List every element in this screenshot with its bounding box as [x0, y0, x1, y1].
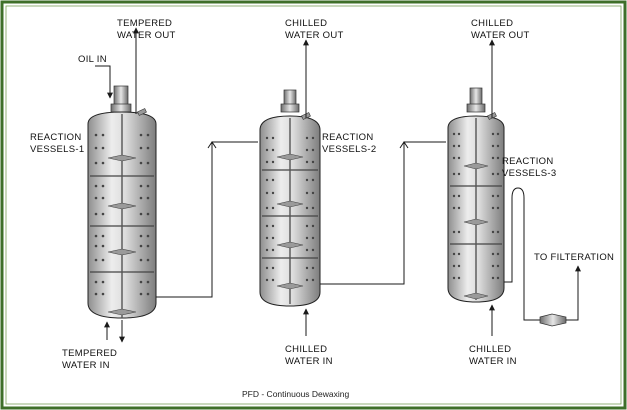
v2-top-label-2: WATER OUT	[285, 30, 344, 41]
to-filtration-arrow	[566, 265, 581, 321]
v1-name-label-1: REACTION	[30, 132, 82, 143]
inner-border	[5, 5, 622, 405]
v1-bottom-label-1: TEMPERED	[62, 348, 117, 359]
diagram-caption: PFD - Continuous Dewaxing	[242, 389, 350, 399]
v3-top-label-1: CHILLED	[471, 18, 513, 29]
v3-top-label-2: WATER OUT	[471, 30, 530, 41]
transfer-line-1-2	[156, 141, 258, 298]
to-filtration-label: TO FILTERATION	[534, 252, 614, 263]
v2-top-label-1: CHILLED	[285, 18, 327, 29]
outlet-to-filtration-pipe	[504, 187, 540, 321]
v3-name-label-1: REACTION	[502, 156, 554, 167]
v3-name-label-2: VESSELS-3	[502, 168, 556, 179]
v2-name-label-2: VESSELS-2	[322, 144, 376, 155]
v2-bottom-label-1: CHILLED	[285, 344, 327, 355]
reaction-vessel-1	[87, 85, 157, 319]
reaction-vessel-2	[259, 89, 321, 307]
oil-in-label: OIL IN	[78, 54, 107, 65]
transfer-line-2-3	[320, 141, 446, 285]
v2-bottom-label-2: WATER IN	[285, 356, 333, 367]
v1-name-label-2: VESSELS-1	[30, 144, 84, 155]
v3-bottom-label-1: CHILLED	[469, 344, 511, 355]
v1-top-label-1: TEMPERED	[117, 18, 172, 29]
v3-bottom-label-2: WATER IN	[469, 356, 517, 367]
filter-nozzle	[539, 313, 567, 327]
v1-top-label-2: WATER OUT	[117, 30, 176, 41]
v1-bottom-label-2: WATER IN	[62, 360, 110, 371]
oil-in-pipe	[95, 65, 113, 99]
reaction-vessel-3	[447, 87, 505, 303]
v2-name-label-1: REACTION	[322, 132, 374, 143]
